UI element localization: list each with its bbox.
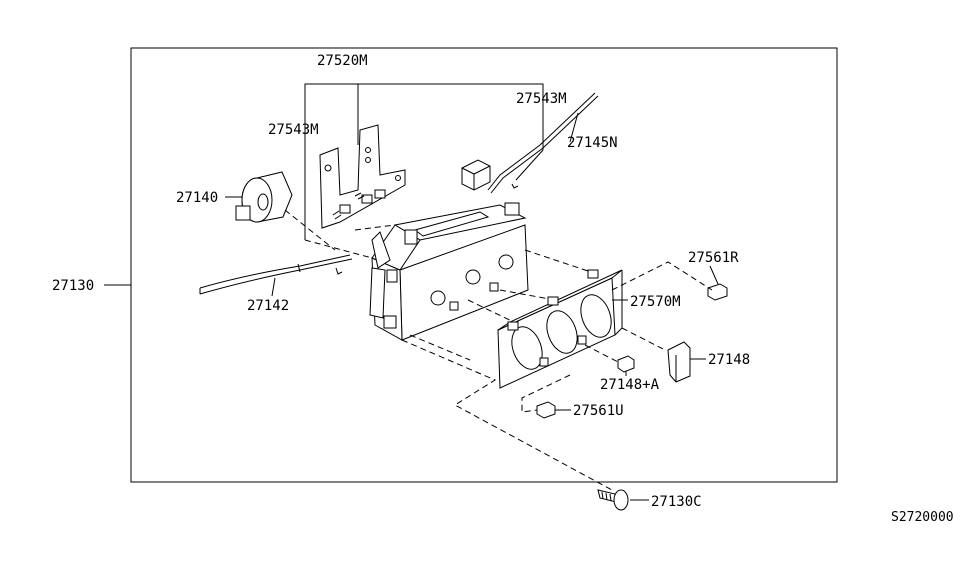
cable-27145N	[487, 92, 599, 194]
clip-left	[332, 192, 365, 220]
callout-27130[interactable]: 27130	[52, 278, 131, 294]
callout-27142[interactable]: 27142	[247, 277, 289, 314]
svg-text:27148: 27148	[708, 352, 750, 368]
part-27561R	[611, 261, 728, 301]
svg-text:27561R: 27561R	[688, 250, 739, 266]
heater-control-housing	[369, 202, 529, 341]
svg-text:27543M: 27543M	[268, 122, 319, 138]
svg-text:27140: 27140	[176, 190, 218, 206]
callout-27570M[interactable]: 27570M	[612, 294, 681, 310]
svg-text:27570M: 27570M	[630, 294, 681, 310]
callout-27543M-left[interactable]: 27543M	[268, 122, 319, 138]
callout-27561R[interactable]: 27561R	[688, 250, 739, 285]
part-27148	[621, 327, 691, 383]
callout-27130C[interactable]: 27130C	[630, 494, 702, 510]
callout-27543M-right[interactable]: 27543M	[515, 91, 567, 181]
clip-right	[511, 183, 519, 189]
svg-text:27148+A: 27148+A	[600, 377, 660, 393]
svg-text:27520M: 27520M	[317, 53, 368, 69]
part-27148A	[584, 344, 635, 373]
svg-text:27130: 27130	[52, 278, 94, 294]
callout-27145N[interactable]: 27145N	[567, 112, 618, 151]
cable-27142	[199, 254, 353, 295]
svg-text:27142: 27142	[247, 298, 289, 314]
svg-text:27561U: 27561U	[573, 403, 624, 419]
callout-27148[interactable]: 27148	[690, 352, 750, 368]
callout-27140[interactable]: 27140	[176, 190, 242, 206]
bezel-27570M	[497, 269, 623, 389]
svg-text:27543M: 27543M	[516, 91, 567, 107]
connector-block	[461, 159, 491, 191]
part-27140-switch	[235, 171, 336, 251]
part-27561U	[521, 374, 571, 419]
callout-27148A[interactable]: 27148+A	[600, 367, 660, 393]
part-27130C-screw	[401, 339, 629, 511]
svg-text:27130C: 27130C	[651, 494, 702, 510]
bracket-plate	[319, 124, 406, 229]
callout-27561U[interactable]: 27561U	[555, 403, 624, 419]
assembly-frame	[130, 47, 838, 483]
svg-text:27145N: 27145N	[567, 135, 618, 151]
reference-code: S2720000	[891, 510, 954, 525]
